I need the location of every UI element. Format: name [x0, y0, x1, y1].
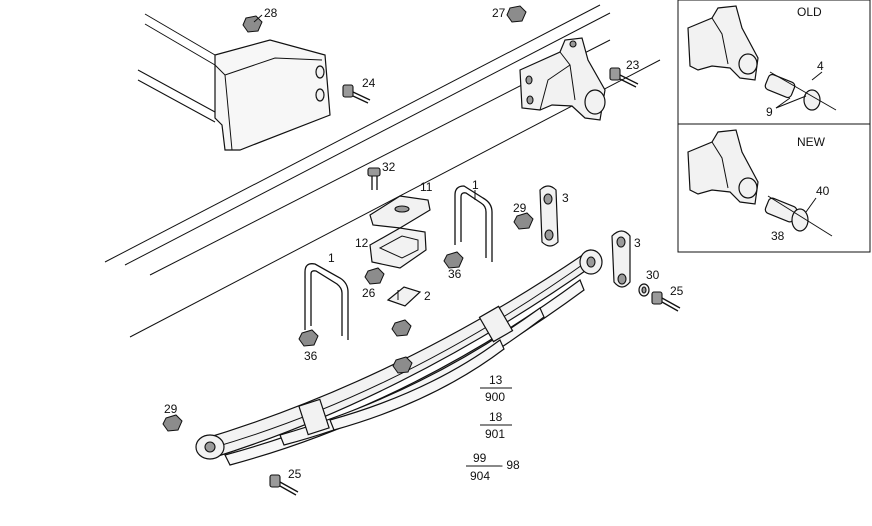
nut-axle [391, 319, 412, 337]
nut-29-upper [513, 212, 534, 230]
callout-25-right: 25 [670, 284, 684, 298]
nut-27 [506, 5, 527, 23]
u-bolt-1-lower [304, 263, 349, 340]
u-bolt-1-upper [454, 185, 493, 262]
callout-3-upper: 3 [562, 191, 569, 205]
old-bush-9 [764, 73, 821, 111]
nut-26 [364, 267, 385, 285]
old-bracket [687, 5, 759, 81]
bolt-25-right [651, 291, 681, 312]
bolt-24 [342, 84, 371, 104]
nut-28 [242, 14, 263, 33]
nut-36-upper [443, 251, 464, 269]
callout-32: 32 [382, 160, 396, 174]
spring-hanger-bracket [519, 37, 606, 121]
callout-27: 27 [492, 6, 506, 20]
fraction-1-denominator: 900 [485, 390, 505, 404]
callout-28: 28 [264, 6, 278, 20]
bolt-23 [609, 67, 639, 88]
shackle-plate-3-upper [539, 185, 559, 247]
nut-36-lower [298, 329, 319, 347]
inset-callout-38: 38 [771, 229, 785, 243]
axle-seat-12 [369, 227, 427, 269]
callout-25-bottom: 25 [288, 467, 302, 481]
callout-1-upper: 1 [472, 178, 479, 192]
inset-panel: OLD 4 9 NEW 40 38 [677, 0, 871, 253]
new-bush-38 [764, 197, 809, 232]
variant-callouts: 13 900 18 901 99 904 - 98 [466, 373, 520, 483]
bolt-32 [367, 167, 381, 190]
callout-11: 11 [420, 180, 433, 194]
callout-1-lower: 1 [328, 251, 335, 265]
fraction-3-suffix: - 98 [499, 458, 520, 472]
callout-3-lower: 3 [634, 236, 641, 250]
callout-36-lower: 36 [304, 349, 318, 363]
fraction-3-numerator: 99 [473, 451, 487, 465]
callout-29-lower: 29 [164, 402, 178, 416]
new-bracket [687, 129, 759, 205]
inset-callout-40: 40 [816, 184, 830, 198]
clip-2 [386, 286, 422, 307]
callout-12: 12 [355, 236, 369, 250]
callout-36-upper: 36 [448, 267, 462, 281]
callout-30: 30 [646, 268, 660, 282]
inset-old-label: OLD [797, 5, 822, 19]
shackle-plate-3-lower [611, 230, 631, 288]
callout-29-upper: 29 [513, 201, 527, 215]
fraction-1-numerator: 13 [489, 373, 503, 387]
fraction-2-denominator: 901 [485, 427, 505, 441]
inset-new-label: NEW [797, 135, 826, 149]
washer-30 [638, 283, 650, 297]
spacer-plate-11 [369, 195, 431, 229]
callout-26: 26 [362, 286, 376, 300]
leaf-spring [195, 249, 603, 466]
fraction-2-numerator: 18 [489, 410, 503, 424]
fraction-3-denominator: 904 [470, 469, 490, 483]
inset-callout-9: 9 [766, 105, 773, 119]
callout-2: 2 [424, 289, 431, 303]
nut-29-lower [162, 414, 183, 432]
bolt-25-bottom [269, 474, 299, 496]
callout-24: 24 [362, 76, 376, 90]
cross-member [137, 13, 331, 151]
inset-callout-4: 4 [817, 59, 824, 73]
callout-23: 23 [626, 58, 640, 72]
